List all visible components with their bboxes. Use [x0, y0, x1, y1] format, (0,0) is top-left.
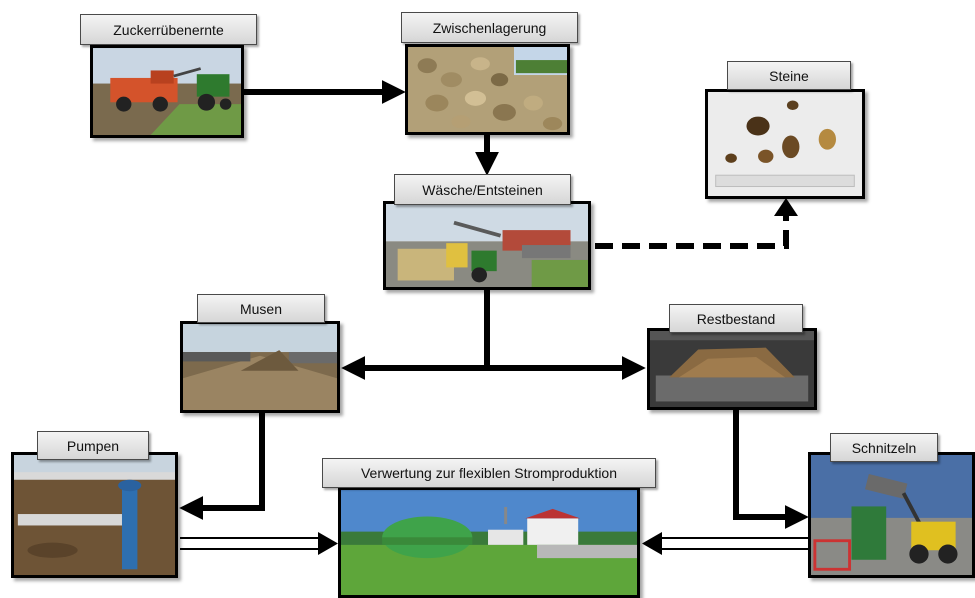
arrowhead-utilization-left — [318, 532, 338, 555]
arrow-remainder-to-chopping — [733, 410, 809, 529]
photo-chopping — [808, 452, 975, 578]
label-chopping: Schnitzeln — [830, 433, 938, 462]
photo-washing — [383, 201, 591, 290]
photo-storage — [405, 44, 570, 135]
arrow-mash-to-pumping — [179, 412, 265, 520]
label-utilization: Verwertung zur flexiblen Stromproduktion — [322, 458, 656, 488]
label-remainder: Restbestand — [669, 304, 803, 333]
arrow-washing-to-stones — [595, 212, 789, 249]
label-pumping: Pumpen — [37, 431, 149, 460]
photo-utilization — [338, 487, 640, 598]
label-stones: Steine — [727, 61, 851, 90]
arrowhead-stones — [774, 198, 798, 216]
label-harvest: Zuckerrübenernte — [80, 14, 257, 45]
photo-harvest — [90, 45, 244, 138]
photo-pumping — [11, 452, 178, 578]
photo-stones — [705, 89, 865, 199]
photo-remainder — [647, 328, 817, 410]
photo-mash — [180, 321, 340, 413]
arrowhead-utilization-right — [642, 532, 662, 555]
label-storage: Zwischenlagerung — [401, 12, 578, 43]
label-washing: Wäsche/Entsteinen — [394, 174, 571, 205]
label-mash: Musen — [197, 294, 325, 323]
